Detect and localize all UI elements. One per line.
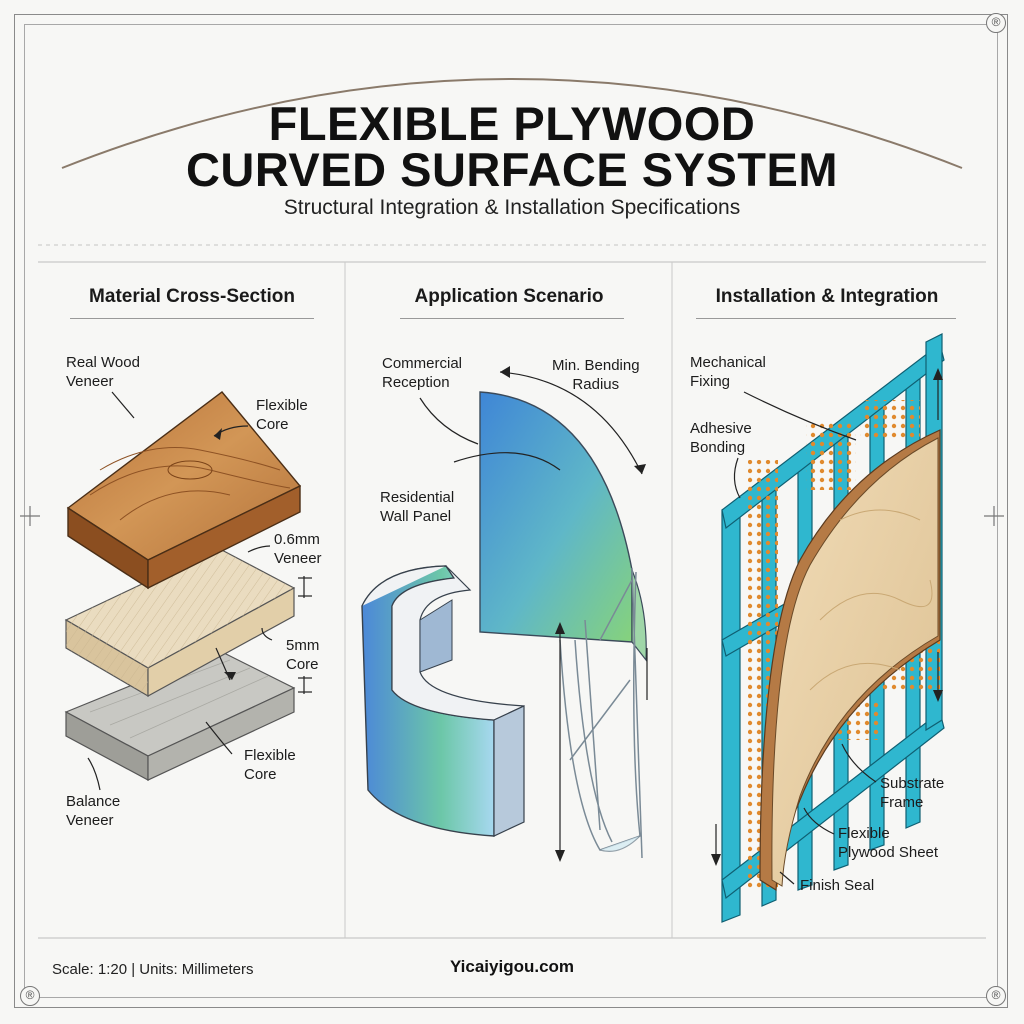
panel-rule-3 [696, 318, 956, 319]
panel1-arrowheads [214, 428, 236, 680]
inner-frame [24, 24, 998, 998]
header-arch [61, 78, 963, 169]
title-line-2: CURVED SURFACE SYSTEM [185, 143, 839, 196]
reception-desk [361, 565, 525, 837]
panel-heading-installation: Installation & Integration [715, 286, 939, 307]
panel3-arrowheads [711, 368, 943, 866]
panel1-leader-lines [87, 391, 312, 791]
layer-balance-veneer [64, 649, 296, 782]
registered-mark-bottom-right: ® [986, 986, 1006, 1006]
layer-flexible-core [64, 547, 296, 698]
panel-heading-application: Application Scenario [414, 286, 604, 307]
glass-partition [559, 567, 643, 859]
footer-scale: Scale: 1:20 | Units: Millimeters [52, 961, 254, 978]
panel2-leader-lines [419, 371, 648, 860]
panel-heading-cross-section: Material Cross-Section [89, 286, 295, 307]
outer-frame [14, 14, 1008, 1008]
panel3-leader-lines [715, 376, 939, 885]
flexible-plywood-sheet [759, 429, 941, 892]
subtitle: Structural Integration & Installation Sp… [283, 196, 741, 219]
layer-real-wood-veneer [66, 391, 302, 590]
registered-mark-bottom-left: ® [20, 986, 40, 1006]
glass-base [599, 835, 641, 852]
footer-site: Yicaiyigou.com [449, 957, 575, 976]
curved-wall-panel [479, 391, 647, 662]
panel-rule-1 [70, 318, 314, 319]
panel2-arrowheads [500, 366, 646, 862]
label-finish-seal: Finish Seal [800, 877, 875, 894]
title-line-1: FLEXIBLE PLYWOOD [268, 97, 756, 150]
registered-mark-top-right: ® [986, 13, 1006, 33]
panel-rule-2 [400, 318, 624, 319]
